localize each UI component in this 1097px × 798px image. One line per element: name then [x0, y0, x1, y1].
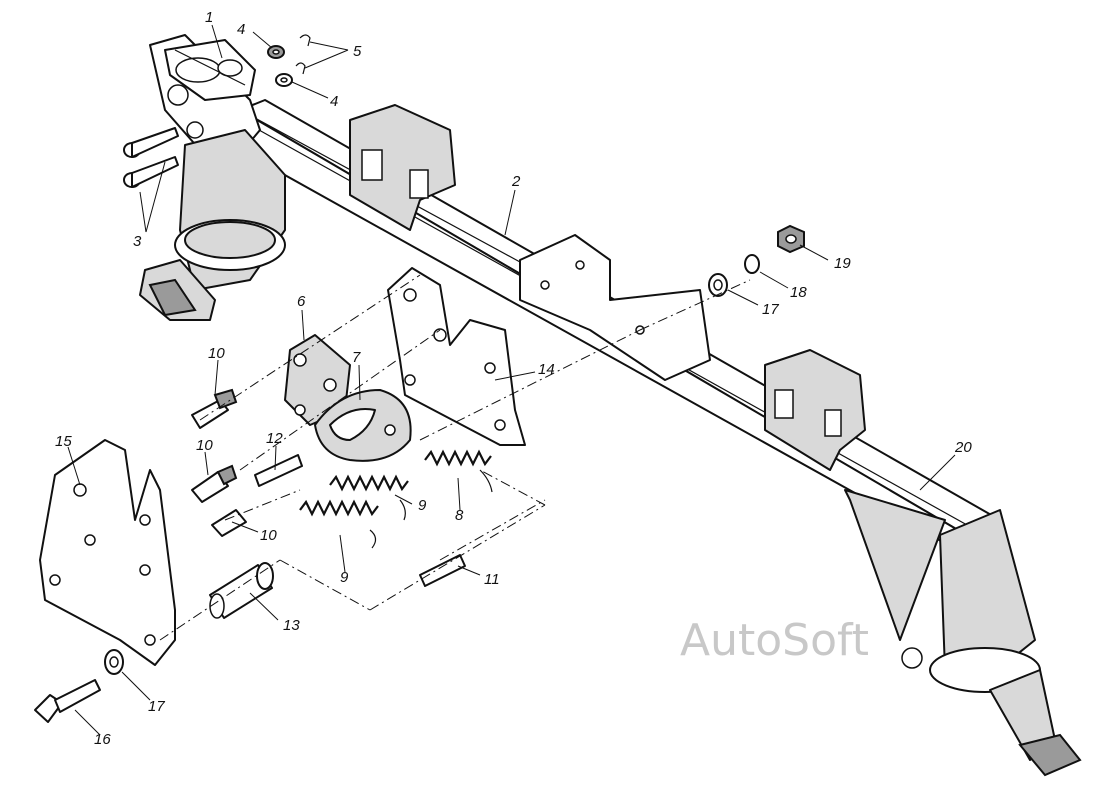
callout-12: 12	[266, 430, 283, 447]
part-1-clamp	[164, 39, 256, 101]
callout-7: 7	[352, 349, 361, 366]
callout-labels: 1 4 5 4 2 3 19 18 17 6 7 14 10 10 10 12 …	[55, 9, 972, 748]
callout-9-lower: 9	[340, 569, 349, 586]
callout-2: 2	[511, 173, 521, 190]
callout-16: 16	[94, 731, 111, 748]
saddle-support-lower	[764, 349, 866, 471]
callout-18: 18	[790, 284, 807, 301]
callout-10-top: 10	[208, 345, 225, 362]
parts-4-5-fasteners	[267, 34, 311, 87]
part-3-bolts	[123, 127, 179, 188]
callout-9-upper: 9	[418, 497, 427, 514]
assembly-lines	[159, 274, 751, 641]
part-16-bolt	[34, 679, 101, 723]
callout-10-middle: 10	[196, 437, 213, 454]
part-8-spring	[424, 449, 493, 493]
part-7-cam	[314, 389, 412, 462]
callout-3: 3	[133, 233, 142, 250]
part-9-spring-lower	[299, 499, 379, 549]
callout-20: 20	[954, 439, 972, 456]
callout-5: 5	[353, 43, 362, 60]
callout-8: 8	[455, 507, 464, 524]
part-9-spring-upper	[329, 474, 409, 521]
part-11-pin	[419, 554, 466, 587]
callout-17-lower: 17	[148, 698, 165, 715]
callout-15: 15	[55, 433, 72, 450]
part-14-plate	[387, 267, 526, 446]
callout-11: 11	[484, 571, 500, 588]
part-17-washer-lower	[104, 649, 124, 675]
part-10-pins	[191, 388, 247, 537]
right-foot-support	[901, 509, 1082, 777]
callout-1: 1	[205, 9, 213, 26]
part-15-plate	[39, 439, 176, 666]
leader-lines	[67, 24, 956, 736]
part-6-lever	[284, 334, 351, 426]
callout-6: 6	[297, 293, 306, 310]
callout-4-top: 4	[237, 21, 245, 38]
callout-10-lower: 10	[260, 527, 277, 544]
callout-19: 19	[834, 255, 851, 272]
callout-17-right: 17	[762, 301, 779, 318]
beam-bracket-plate	[519, 234, 711, 381]
callout-13: 13	[283, 617, 300, 634]
watermark: AutoSoft	[680, 615, 869, 666]
callout-4-lower: 4	[330, 93, 338, 110]
callout-14: 14	[538, 361, 555, 378]
part-13-sleeve	[209, 562, 274, 619]
parts-17-18-19	[708, 224, 805, 297]
saddle-support-upper	[349, 104, 456, 231]
part-12-pin	[254, 454, 303, 487]
